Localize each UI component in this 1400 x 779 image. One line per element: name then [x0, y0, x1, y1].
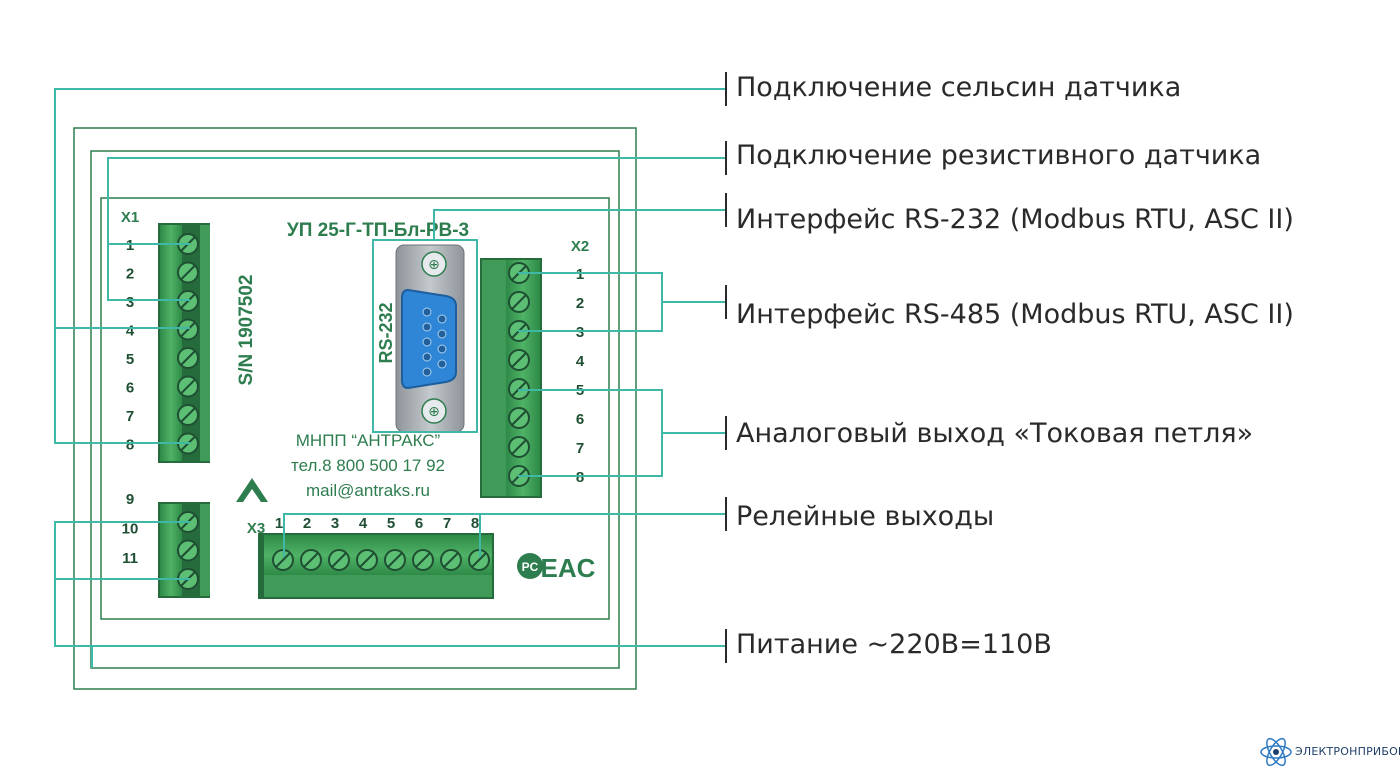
inner-frame — [100, 197, 610, 620]
x1-name: X1 — [121, 209, 139, 226]
model-label: УП 25-Г-ТП-Бл-РВ-3 — [287, 220, 469, 241]
x2-pin-label-8: 8 — [576, 469, 584, 486]
x1-screws — [177, 233, 199, 455]
x1b-pin-label-11: 11 — [122, 550, 138, 567]
x1-pin-label-4: 4 — [126, 323, 135, 340]
x2-pin-label-1: 1 — [576, 266, 584, 283]
eac-mark: EAC — [541, 553, 596, 583]
x3-screw-4-slot — [359, 552, 375, 568]
x2-screw-6-slot — [511, 410, 527, 426]
svg-text:⊕: ⊕ — [428, 404, 440, 420]
leader-relay — [283, 513, 726, 557]
brand-logo-icon — [1260, 737, 1292, 767]
db9-connector: ⊕ ⊕ — [395, 244, 465, 433]
x3-screw-8-slot — [471, 552, 487, 568]
leader-selsyn — [54, 88, 726, 329]
svg-text:⊕: ⊕ — [428, 257, 440, 273]
x3-pin-label-8: 8 — [471, 515, 479, 532]
x1-pin-label-5: 5 — [126, 351, 134, 368]
x1-pin-label-1: 1 — [126, 237, 134, 254]
middle-frame — [90, 150, 620, 669]
x2-pin-label-4: 4 — [576, 353, 585, 370]
leader-lines — [54, 88, 726, 668]
callout-selsyn: Подключение сельсин датчика — [736, 72, 1182, 103]
x1b-screws — [177, 511, 199, 590]
x3-screw-2-slot — [303, 552, 319, 568]
x1-pin-label-8: 8 — [126, 437, 134, 454]
manufacturer-label: МНПП “АНТРАКС” — [296, 431, 441, 450]
leader-rs232 — [433, 209, 726, 240]
antraks-logo-icon — [236, 478, 268, 502]
email-label: mail@antraks.ru — [306, 481, 430, 500]
serial-label: S/N 1907502 — [236, 275, 257, 386]
leader-resistive-b — [107, 244, 190, 301]
rs232-bracket — [372, 239, 478, 433]
x1-screw-7-slot — [180, 407, 196, 423]
x3-screw-3-slot — [331, 552, 347, 568]
callout-rs232: Интерфейс RS-232 (Modbus RTU, ASC II) — [736, 204, 1294, 235]
callout-resistive: Подключение резистивного датчика — [736, 140, 1262, 171]
x3-screw-7-slot — [443, 552, 459, 568]
x3-screw-1-slot — [275, 552, 291, 568]
terminal-block-x1-lower — [158, 502, 210, 598]
rs232-label: RS-232 — [376, 302, 396, 363]
x3-pin-label-7: 7 — [443, 515, 451, 532]
x1-pin-label-3: 3 — [126, 294, 134, 311]
outer-frame — [73, 127, 637, 690]
terminal-block-x3 — [258, 533, 494, 599]
x2-name: X2 — [571, 238, 589, 255]
phone-label: тел.8 800 500 17 92 — [291, 456, 445, 475]
x3-screw-6-slot — [415, 552, 431, 568]
callout-relay: Релейные выходы — [736, 501, 995, 532]
x1-screw-4-slot — [180, 321, 196, 338]
svg-text:PC: PC — [522, 560, 539, 574]
x2-screw-2-slot — [511, 294, 527, 310]
x1-pin-label-6: 6 — [126, 380, 134, 397]
x3-name: X3 — [247, 520, 265, 537]
callout-rs485: Интерфейс RS-485 (Modbus RTU, ASC II) — [736, 299, 1294, 330]
x3-pin-label-1: 1 — [275, 515, 283, 532]
x2-pin-label-7: 7 — [576, 440, 584, 457]
x2-pin-label-6: 6 — [576, 411, 584, 428]
x3-pin-label-6: 6 — [415, 515, 423, 532]
x3-screw-5-slot — [387, 552, 403, 568]
leader-resistive — [107, 157, 726, 245]
terminal-block-x1 — [158, 223, 210, 463]
x2-screw-4-slot — [511, 352, 527, 368]
x1-screw-6-slot — [180, 378, 196, 395]
x1b-pin-label-10: 10 — [122, 521, 139, 538]
x2-screws — [508, 262, 530, 487]
x1-pin-label-7: 7 — [126, 408, 134, 425]
x2-screw-7-slot — [511, 439, 527, 455]
brand-name: ЭЛЕКТРОНПРИБОР — [1295, 745, 1400, 758]
x1-pin-label-2: 2 — [126, 266, 134, 283]
x2-pin-label-3: 3 — [576, 324, 584, 341]
x1-screw-2-slot — [180, 264, 196, 281]
x1b-screw-10-slot — [180, 542, 196, 559]
x3-pin-label-5: 5 — [387, 515, 395, 532]
x3-screws — [272, 549, 490, 571]
callout-power: Питание ~220В=110В — [736, 629, 1052, 660]
leader-power — [54, 521, 726, 647]
x3-pin-label-3: 3 — [331, 515, 339, 532]
x3-pin-label-2: 2 — [303, 515, 311, 532]
x1b-pin-label-9: 9 — [126, 491, 134, 508]
terminal-block-x2 — [480, 258, 542, 498]
x1-screw-5-slot — [180, 350, 196, 366]
certification-marks: PC EAC — [517, 553, 596, 583]
x3-pin-label-4: 4 — [359, 515, 368, 532]
leader-selsyn-b — [54, 328, 190, 444]
callout-analog: Аналоговый выход «Токовая петля» — [736, 418, 1254, 449]
x2-pin-label-2: 2 — [576, 295, 584, 312]
